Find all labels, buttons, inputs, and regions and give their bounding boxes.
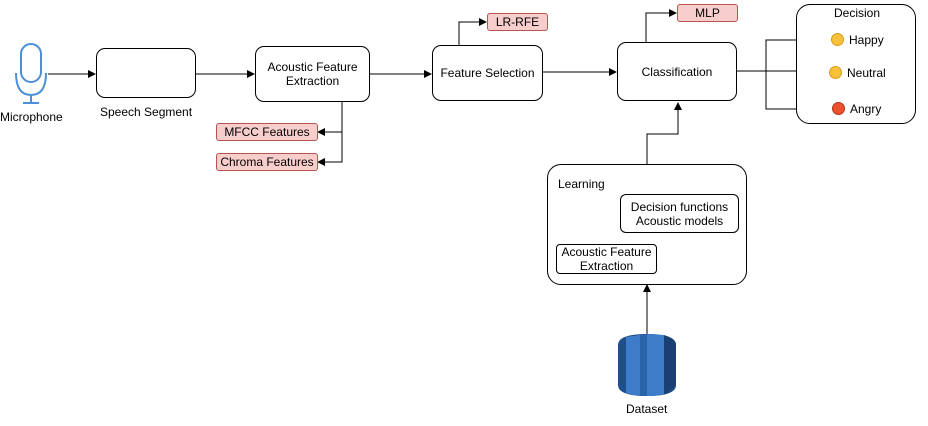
neutral-emoji-icon — [829, 66, 842, 79]
speech-segment-box[interactable] — [96, 48, 196, 98]
happy-emoji-icon — [831, 33, 844, 46]
speech-segment-label: Speech Segment — [100, 105, 193, 119]
arrow-extraction-to-chroma — [317, 102, 343, 166]
decision-item-neutral[interactable]: Neutral — [829, 66, 886, 80]
acoustic-feature-extraction-box[interactable]: Acoustic Feature Extraction — [255, 46, 370, 102]
dataset-icon — [618, 334, 676, 396]
arrow-learning-to-classification — [646, 102, 682, 164]
decision-label-angry: Angry — [850, 102, 882, 116]
arrow-extraction-to-mfcc — [317, 102, 343, 136]
arrow-selection-to-lrrfe — [458, 18, 487, 45]
arrow-classification-to-mlp — [645, 9, 677, 42]
lr-rfe-tag[interactable]: LR-RFE — [487, 13, 548, 31]
microphone-label: Microphone — [0, 110, 63, 124]
dataset-label: Dataset — [626, 402, 668, 416]
decision-functions-box[interactable]: Decision functions Acoustic models — [620, 194, 739, 233]
angry-emoji-icon — [832, 102, 845, 115]
decision-item-angry[interactable]: Angry — [832, 102, 881, 116]
chroma-features-tag[interactable]: Chroma Features — [216, 153, 318, 171]
decision-item-happy[interactable]: Happy — [831, 33, 884, 47]
decision-label-happy: Happy — [849, 33, 884, 47]
classification-box[interactable]: Classification — [617, 42, 737, 101]
branch-to-angry — [765, 71, 811, 113]
learning-extraction-box[interactable]: Acoustic Feature Extraction — [556, 244, 657, 274]
feature-selection-box[interactable]: Feature Selection — [432, 45, 543, 101]
learning-title: Learning — [558, 177, 605, 191]
mlp-tag[interactable]: MLP — [677, 4, 738, 22]
branch-to-happy — [765, 36, 811, 71]
decision-panel — [796, 4, 916, 124]
microphone-icon — [15, 43, 47, 104]
decision-label-neutral: Neutral — [847, 66, 886, 80]
mfcc-features-tag[interactable]: MFCC Features — [216, 123, 318, 141]
decision-title: Decision — [834, 6, 881, 20]
